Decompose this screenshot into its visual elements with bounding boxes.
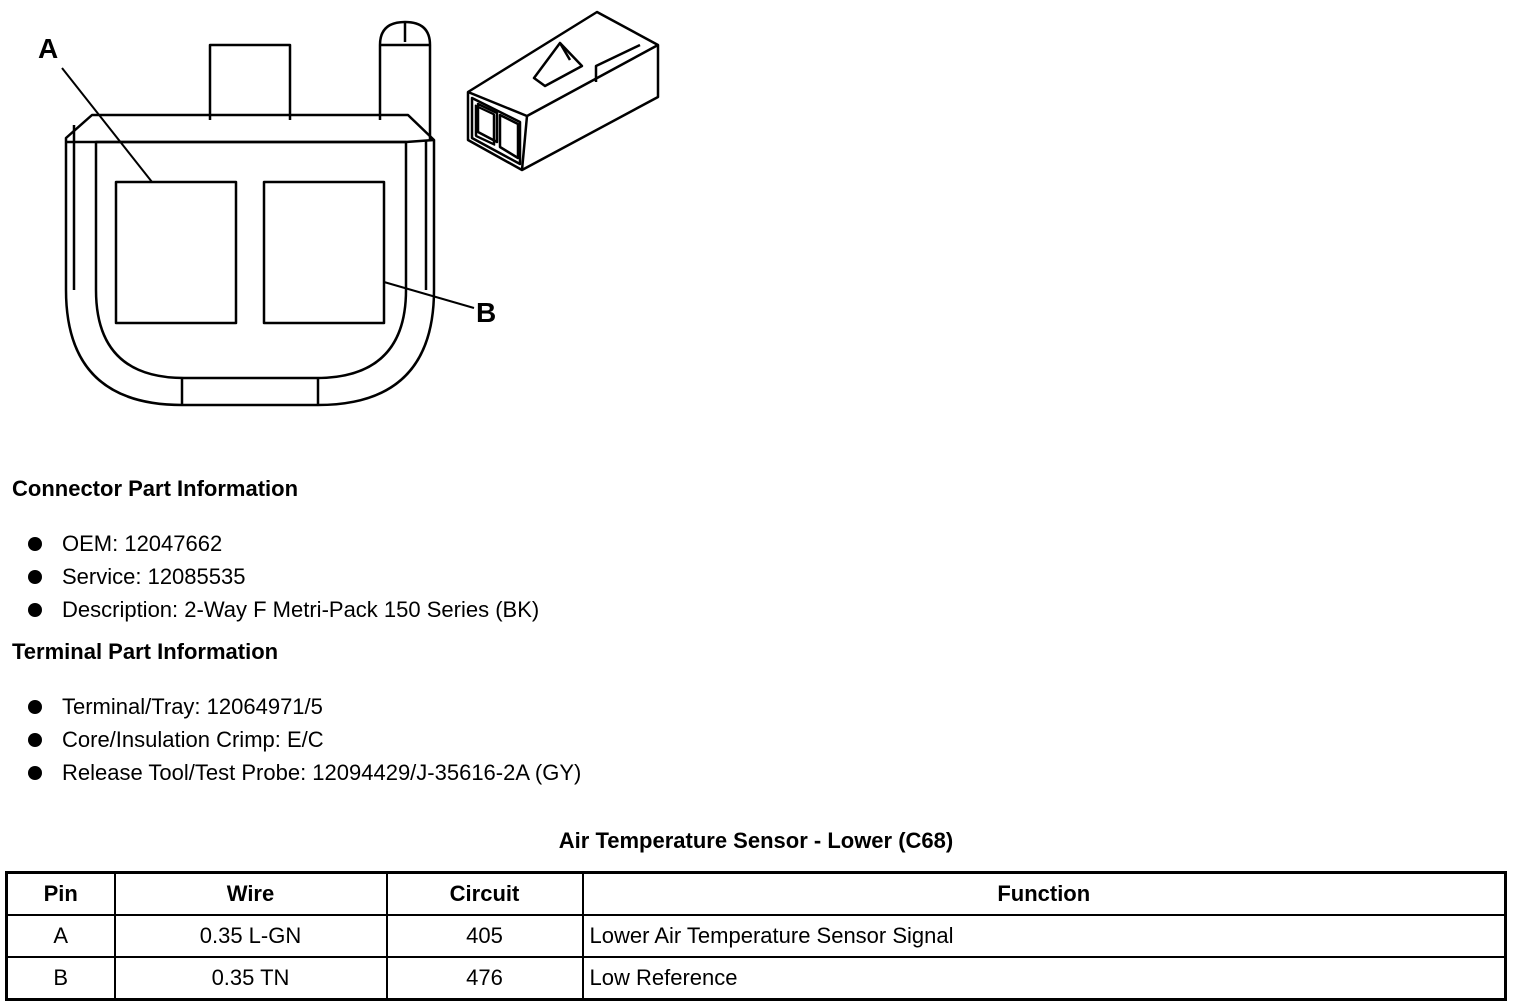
connector-diagram: A B: [38, 10, 660, 407]
table-row: B 0.35 TN 476 Low Reference: [5, 956, 1507, 1001]
terminal-info-title: Terminal Part Information: [12, 639, 279, 664]
cell-function: Lower Air Temperature Sensor Signal: [581, 914, 1507, 958]
cell-wire: 0.35 L-GN: [113, 914, 388, 958]
bullet-icon: [28, 602, 42, 617]
cavity-b: [262, 180, 386, 325]
pinout-table: Pin Wire Circuit Function A 0.35 L-GN 40…: [5, 871, 1507, 1001]
connector-housing-inner: [94, 140, 408, 380]
cell-function: Low Reference: [581, 956, 1507, 1001]
connector-info-list: OEM: 12047662 Service: 12085535 Descript…: [28, 527, 539, 626]
list-item: Description: 2-Way F Metri-Pack 150 Seri…: [28, 593, 539, 626]
list-item: Terminal/Tray: 12064971/5: [28, 690, 581, 723]
cell-circuit: 405: [385, 914, 584, 958]
cell-pin: B: [5, 956, 116, 1001]
bullet-icon: [28, 536, 42, 551]
header-wire: Wire: [113, 871, 388, 916]
terminal-info-list: Terminal/Tray: 12064971/5 Core/Insulatio…: [28, 690, 581, 789]
cell-circuit: 476: [385, 956, 584, 1001]
header-function: Function: [581, 871, 1507, 916]
cell-pin: A: [5, 914, 116, 958]
table-title: Air Temperature Sensor - Lower (C68): [558, 828, 954, 853]
bullet-icon: [28, 765, 42, 780]
connector-latch-tab: [208, 43, 292, 120]
list-item: Service: 12085535: [28, 560, 539, 593]
bullet-icon: [28, 569, 42, 584]
header-circuit: Circuit: [385, 871, 584, 916]
label-b: B: [476, 297, 496, 328]
list-item: OEM: 12047662: [28, 527, 539, 560]
bullet-icon: [28, 732, 42, 747]
leader-line-b: [383, 281, 475, 309]
table-row: A 0.35 L-GN 405 Lower Air Temperature Se…: [5, 914, 1507, 958]
bullet-icon: [28, 699, 42, 714]
list-item: Core/Insulation Crimp: E/C: [28, 723, 581, 756]
cavity-a: [114, 180, 238, 325]
cell-wire: 0.35 TN: [113, 956, 388, 1001]
label-a: A: [38, 33, 58, 64]
list-item: Release Tool/Test Probe: 12094429/J-3561…: [28, 756, 581, 789]
leader-line-a: [61, 67, 153, 183]
header-pin: Pin: [5, 871, 116, 916]
table-header-row: Pin Wire Circuit Function: [5, 871, 1507, 916]
connector-info-title: Connector Part Information: [12, 476, 299, 501]
connector-iso-view: [466, 10, 660, 172]
